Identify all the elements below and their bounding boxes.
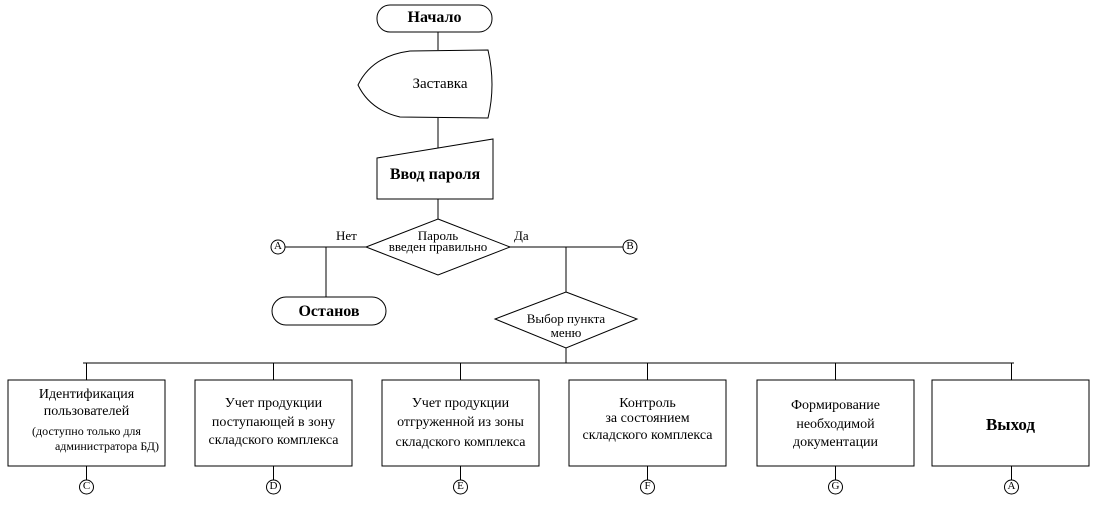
stop-label: Останов bbox=[298, 303, 360, 320]
menu-item-text: Выход bbox=[985, 415, 1036, 434]
menu-item-text: складского комплекса bbox=[395, 435, 526, 450]
menu-item-text: Формирование bbox=[790, 398, 881, 413]
start-terminator bbox=[376, 4, 493, 33]
menu-item-text: складского комплекса bbox=[208, 433, 339, 448]
connector-label: G bbox=[831, 480, 840, 492]
menu-item-text: администратора БД) bbox=[54, 439, 159, 453]
splash-label: Заставка bbox=[412, 76, 468, 92]
start-label: Начало bbox=[407, 9, 462, 26]
menu-item-box bbox=[568, 379, 727, 467]
password-input-shape bbox=[376, 138, 494, 200]
connector-a-no bbox=[270, 239, 286, 255]
menu-item-text: необходимой bbox=[796, 417, 875, 432]
connector-d bbox=[266, 479, 281, 495]
connector-a-no-label: A bbox=[274, 240, 282, 252]
stop-terminator bbox=[271, 296, 387, 326]
menu-item-box bbox=[7, 379, 166, 467]
splash-display-shape bbox=[357, 49, 493, 119]
connector-c bbox=[79, 479, 94, 495]
connector-a bbox=[1004, 479, 1019, 495]
menu-decision-line1: Выбор пункта bbox=[526, 311, 606, 326]
menu-item-text: Учет продукции bbox=[411, 396, 510, 411]
menu-item-box bbox=[194, 379, 353, 467]
connector-label: E bbox=[457, 480, 464, 492]
connector-label: C bbox=[82, 480, 91, 492]
connector-b-label: B bbox=[626, 240, 634, 252]
menu-item-text: поступающей в зону bbox=[211, 415, 336, 430]
menu-item-box bbox=[381, 379, 540, 467]
password-decision-line1: Пароль bbox=[417, 228, 459, 243]
yes-label: Да bbox=[514, 228, 529, 243]
menu-item-text: отгруженной из зоны bbox=[397, 415, 524, 430]
connector-f bbox=[640, 479, 655, 495]
menu-item-text: Идентификация bbox=[38, 387, 135, 402]
menu-item-text: (доступно только для bbox=[32, 424, 141, 438]
menu-item-text: документации bbox=[792, 435, 879, 450]
menu-item-box bbox=[931, 379, 1090, 467]
menu-item-text: за состоянием bbox=[605, 411, 690, 426]
connector-b bbox=[622, 239, 638, 255]
menu-item-text: Контроль bbox=[619, 396, 676, 411]
menu-item-box bbox=[756, 379, 915, 467]
menu-item-text: пользователей bbox=[43, 404, 130, 419]
connector-label: A bbox=[1007, 480, 1016, 492]
menu-item-text: складского комплекса bbox=[582, 428, 713, 443]
password-input-label: Ввод пароля bbox=[389, 166, 481, 183]
connector-e bbox=[453, 479, 468, 495]
connector-label: F bbox=[644, 480, 651, 492]
no-label: Нет bbox=[336, 228, 357, 243]
menu-item-text: Учет продукции bbox=[224, 396, 323, 411]
menu-decision-line2: меню bbox=[550, 325, 582, 340]
password-decision-diamond bbox=[364, 218, 512, 276]
connector-label: D bbox=[269, 480, 278, 492]
password-decision-line2: введен правильно bbox=[388, 239, 488, 254]
connector-g bbox=[828, 479, 843, 495]
